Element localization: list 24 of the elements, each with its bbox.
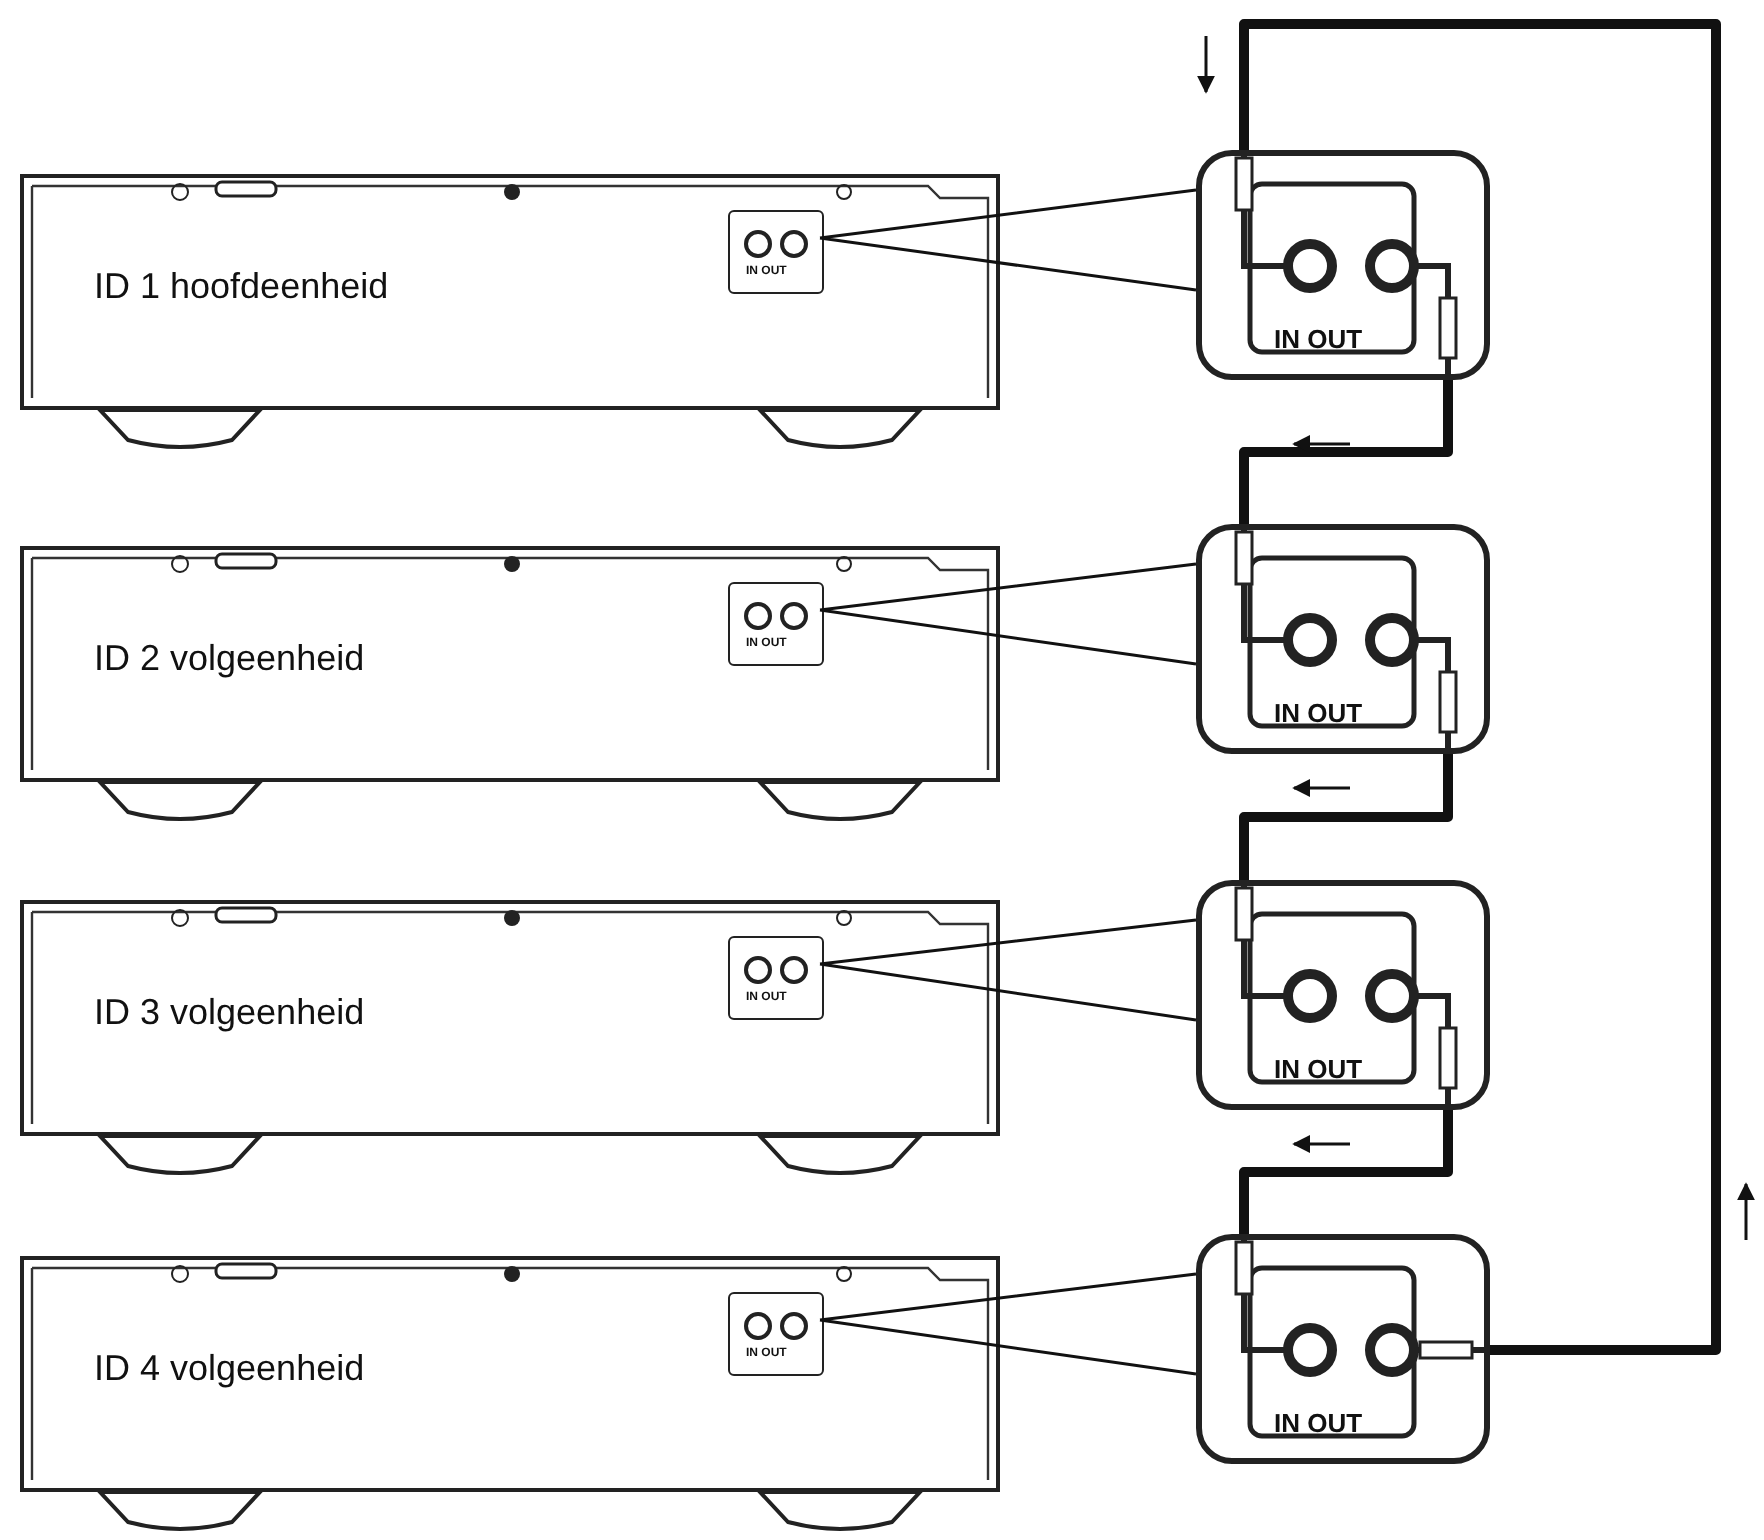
- connector-callout: [1196, 1234, 1490, 1464]
- connector-callout: [1196, 524, 1490, 754]
- connector-panel: [728, 1292, 824, 1376]
- cable: [1239, 1110, 1453, 1234]
- cable: [1239, 754, 1453, 880]
- unit-label: ID 3 volgeenheid: [94, 992, 365, 1034]
- connector-panel: [728, 582, 824, 666]
- connector-callout: [1196, 150, 1490, 380]
- leader-line: [818, 1272, 1198, 1376]
- leader-line: [818, 918, 1198, 1022]
- cable: [1239, 380, 1453, 524]
- jack-label: IN OUT: [1274, 324, 1363, 354]
- connector-panel: [728, 210, 824, 294]
- cable: [1239, 19, 1721, 1355]
- jack-label: IN OUT: [1274, 1054, 1363, 1084]
- leader-line: [818, 188, 1198, 292]
- jack-label: IN OUT: [1274, 1408, 1363, 1438]
- unit-label: ID 4 volgeenheid: [94, 1348, 365, 1390]
- leader-line: [818, 562, 1198, 666]
- unit-label: ID 2 volgeenheid: [94, 638, 365, 680]
- connector-callout: [1196, 880, 1490, 1110]
- unit-label: ID 1 hoofdeenheid: [94, 266, 389, 308]
- jack-label: IN OUT: [1274, 698, 1363, 728]
- connector-panel: [728, 936, 824, 1020]
